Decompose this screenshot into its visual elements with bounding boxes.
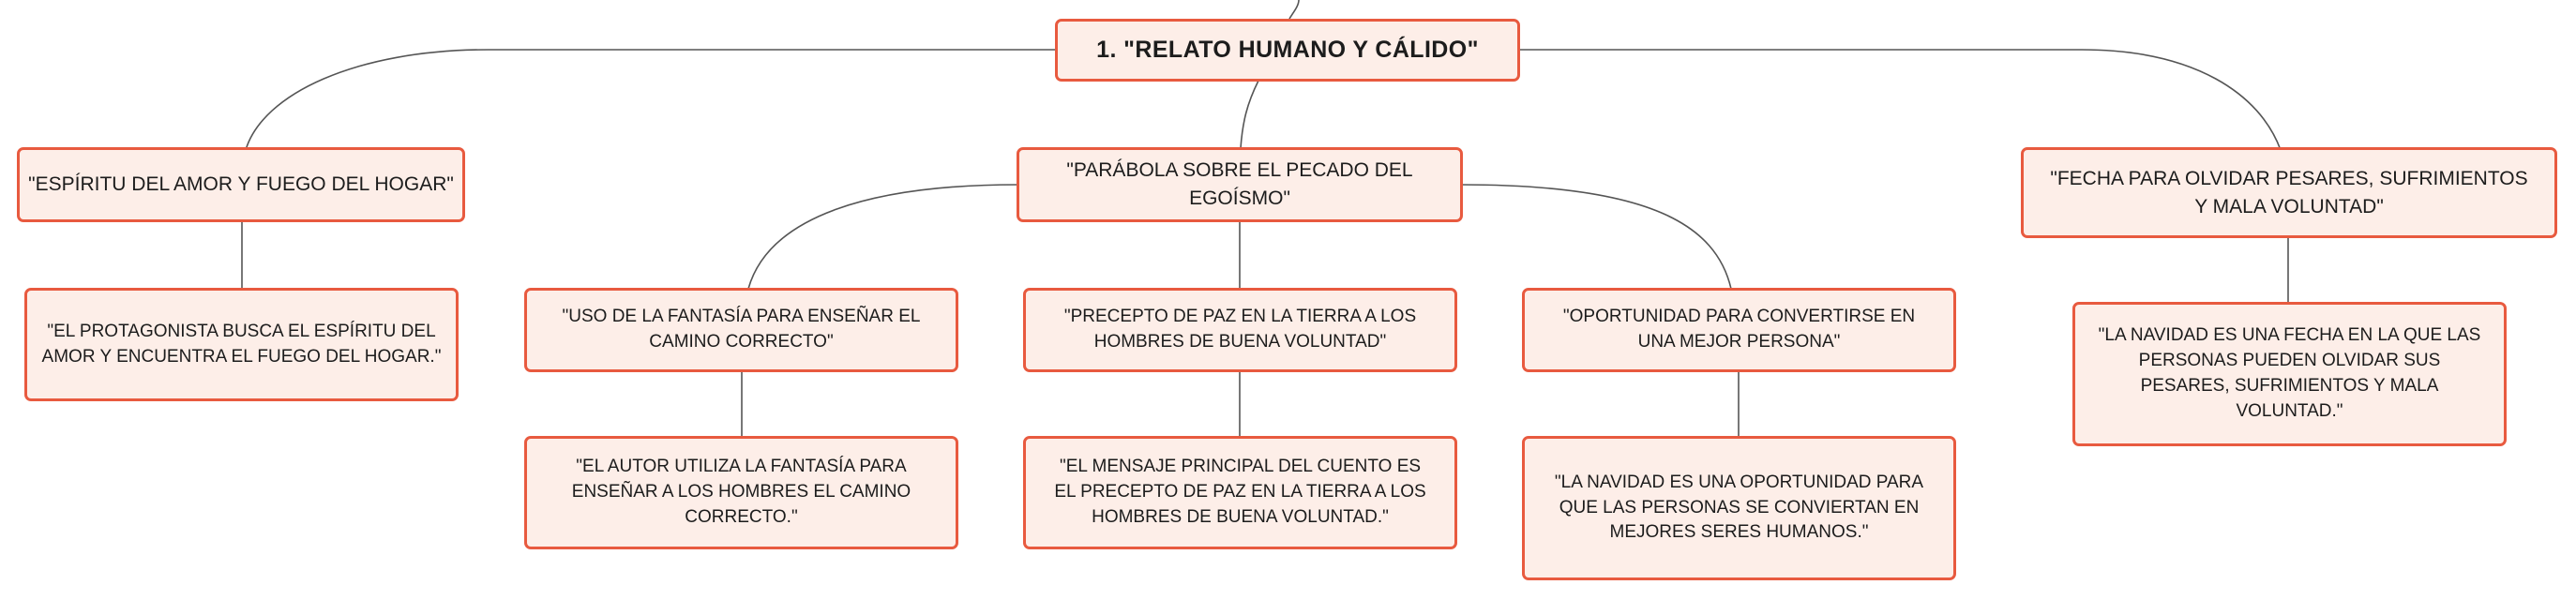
branch-topic-3[interactable]: "FECHA PARA OLVIDAR PESARES, SUFRIMIENTO… [2021,147,2557,238]
subtopic-2-3[interactable]: "OPORTUNIDAD PARA CONVERTIRSE EN UNA MEJ… [1522,288,1956,372]
subtopic-2-2-label: "PRECEPTO DE PAZ EN LA TIERRA A LOS HOMB… [1063,307,1417,352]
subtopic-2-1-label: "USO DE LA FANTASÍA PARA ENSEÑAR EL CAMI… [562,307,921,352]
leaf-2-1-label: "EL AUTOR UTILIZA LA FANTASÍA PARA ENSEÑ… [571,457,911,527]
branch-topic-1-label: "ESPÍRITU DEL AMOR Y FUEGO DEL HOGAR" [28,173,454,196]
leaf-2-2-label: "EL MENSAJE PRINCIPAL DEL CUENTO ES EL P… [1054,457,1426,527]
root-topic[interactable]: 1. "RELATO HUMANO Y CÁLIDO" [1055,19,1520,82]
branch-topic-1[interactable]: "ESPÍRITU DEL AMOR Y FUEGO DEL HOGAR" [17,147,465,222]
leaf-2-3[interactable]: "LA NAVIDAD ES UNA OPORTUNIDAD PARA QUE … [1522,436,1956,580]
connector-incoming [1288,0,1300,20]
subtopic-2-1[interactable]: "USO DE LA FANTASÍA PARA ENSEÑAR EL CAMI… [524,288,958,372]
leaf-2-3-label: "LA NAVIDAD ES UNA OPORTUNIDAD PARA QUE … [1554,472,1924,543]
connector-root-branch-2 [1240,80,1259,149]
subtopic-1-1-label: "EL PROTAGONISTA BUSCA EL ESPÍRITU DEL A… [41,321,442,367]
branch-topic-3-label: "FECHA PARA OLVIDAR PESARES, SUFRIMIENTO… [2050,167,2528,218]
branch-topic-2[interactable]: "PARÁBOLA SOBRE EL PECADO DEL EGOÍSMO" [1017,147,1463,222]
connector-root-branch-3 [1519,49,2282,151]
root-topic-label: 1. "RELATO HUMANO Y CÁLIDO" [1096,36,1479,63]
connector-branch-2-sub-1 [747,184,1018,290]
subtopic-1-1[interactable]: "EL PROTAGONISTA BUSCA EL ESPÍRITU DEL A… [24,288,459,401]
subtopic-2-3-label: "OPORTUNIDAD PARA CONVERTIRSE EN UNA MEJ… [1562,307,1916,352]
subtopic-2-2[interactable]: "PRECEPTO DE PAZ EN LA TIERRA A LOS HOMB… [1023,288,1457,372]
leaf-2-1[interactable]: "EL AUTOR UTILIZA LA FANTASÍA PARA ENSEÑ… [524,436,958,549]
branch-topic-2-label: "PARÁBOLA SOBRE EL PECADO DEL EGOÍSMO" [1066,159,1413,209]
subtopic-3-1[interactable]: "LA NAVIDAD ES UNA FECHA EN LA QUE LAS P… [2072,302,2507,446]
connector-branch-2-sub-3 [1460,184,1732,290]
leaf-2-2[interactable]: "EL MENSAJE PRINCIPAL DEL CUENTO ES EL P… [1023,436,1457,549]
subtopic-3-1-label: "LA NAVIDAD ES UNA FECHA EN LA QUE LAS P… [2098,325,2481,421]
connector-root-branch-1 [245,49,1055,151]
